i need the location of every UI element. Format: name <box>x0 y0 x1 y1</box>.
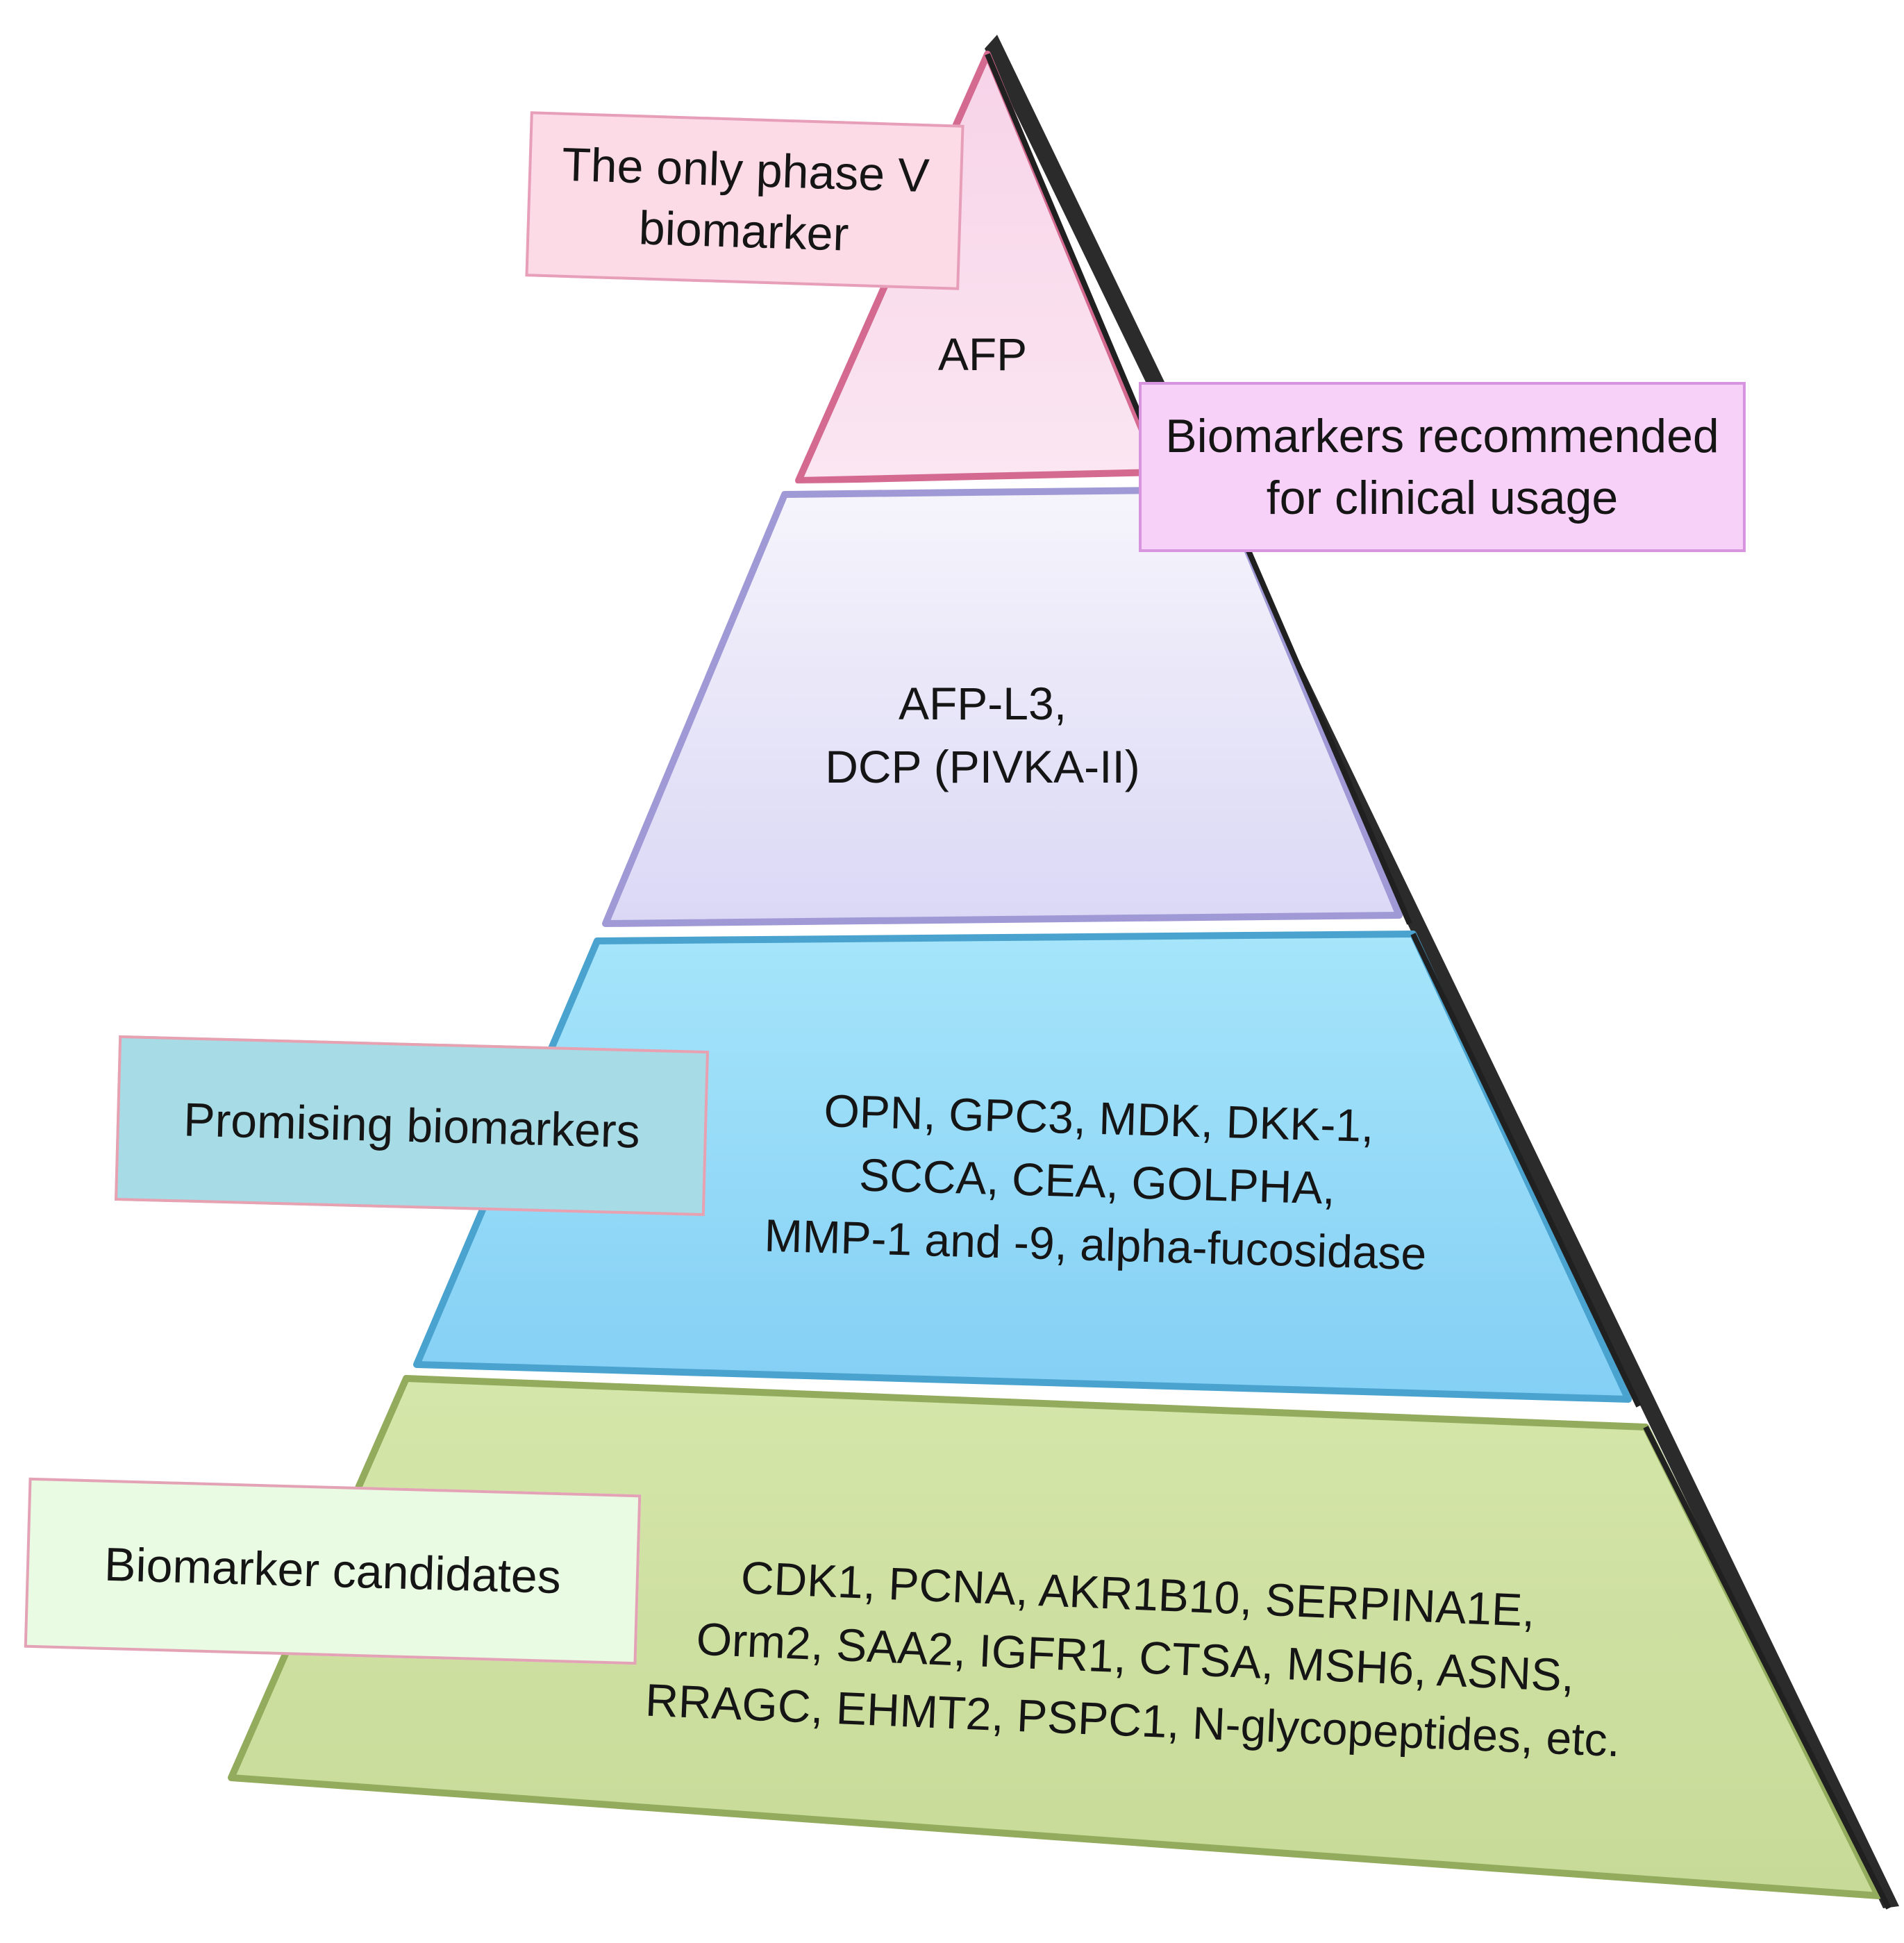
tier-phase-v-text: AFP <box>937 328 1028 380</box>
tier-phase-v-outline <box>985 53 1169 481</box>
callout-clinical: Biomarkers recommended for clinical usag… <box>1139 382 1746 552</box>
tier-clinical-outline <box>1219 488 1412 925</box>
callout-promising: Promising biomarkers <box>115 1035 709 1217</box>
separator-3 <box>410 1369 1636 1416</box>
tier-clinical-text: AFP-L3, DCP (PIVKA-II) <box>825 678 1140 793</box>
tier-candidates-outline <box>1643 1426 1892 1910</box>
callout-candidates: Biomarker candidates <box>24 1477 642 1665</box>
tier-clinical-shape <box>602 486 1403 927</box>
separator-2 <box>602 922 1407 935</box>
tier-promising-shape <box>413 931 1632 1403</box>
tier-promising-text: OPN, GPC3, MDK, DKK-1, SCCA, CEA, GOLPHA… <box>763 1084 1428 1280</box>
callout-phase-v: The only phase V biomarker <box>525 111 964 290</box>
tier-promising-outline <box>1410 933 1642 1408</box>
